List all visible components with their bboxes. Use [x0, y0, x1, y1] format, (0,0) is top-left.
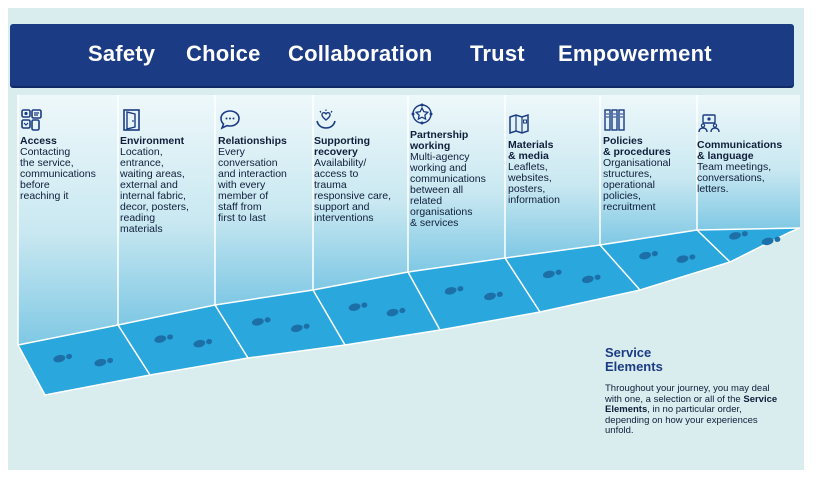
service-element-policies-procedures: Policies & procedures Organisational str…: [603, 108, 699, 213]
column-panel: [505, 95, 600, 258]
footprint-icon: [386, 307, 406, 317]
column-title: Access: [20, 135, 57, 147]
footprint-icon: [484, 291, 503, 301]
column-description: Multi-agency working and communications …: [410, 151, 486, 229]
footprint-icon: [193, 338, 213, 348]
service-element-access: Access Contacting the service, communica…: [20, 108, 116, 202]
path-segment-divider: [696, 229, 731, 263]
column-panel: [600, 95, 697, 245]
column-panel: [215, 95, 313, 305]
value-choice: Choice: [186, 41, 261, 66]
column-description: Availability/ access to trauma responsiv…: [314, 157, 392, 224]
footprint-icon: [729, 231, 748, 240]
leaflet-icon: [508, 112, 532, 136]
footprint-icon: [444, 286, 464, 295]
column-description: Team meetings, conversations, letters.: [697, 161, 772, 195]
footprint-icon: [761, 236, 781, 246]
footprint-icon: [348, 302, 368, 311]
path-segment-divider: [214, 304, 249, 359]
footprint-icon: [542, 269, 562, 279]
column-title: Relationships: [218, 135, 287, 147]
service-elements-description: Throughout your journey, you may deal wi…: [605, 383, 778, 436]
footprint-icon: [290, 323, 310, 333]
column-title: Partnership working: [410, 129, 469, 152]
column-title: Environment: [120, 135, 185, 147]
footprint-icon: [676, 254, 696, 263]
speech-bubble-icon: [218, 108, 242, 132]
column-panel: [18, 95, 118, 345]
path-segment-divider: [599, 244, 641, 291]
value-collaboration: Collaboration: [288, 41, 433, 66]
path-segment-divider: [117, 324, 151, 376]
footprint-icon: [53, 353, 73, 363]
column-panel: [313, 95, 408, 290]
contact-icon: [20, 108, 44, 132]
column-panel: [408, 95, 505, 272]
service-elements-emphasis: Service Elements: [605, 393, 778, 415]
column-description: Organisational structures, operational p…: [603, 157, 671, 213]
service-element-materials-media: Materials & media Leaflets, websites, po…: [508, 112, 604, 206]
service-elements-title: Service Elements: [605, 345, 663, 374]
column-title: Supporting recovery: [314, 135, 370, 158]
footprint-icon: [94, 357, 114, 367]
binders-icon: [603, 108, 627, 132]
value-empowerment: Empowerment: [558, 41, 712, 66]
footprint-icon: [251, 317, 271, 326]
footprint-icon: [581, 274, 601, 284]
column-description: Leaflets, websites, posters, information: [508, 161, 560, 206]
service-element-communications-language: Communications & language Team meetings,…: [697, 112, 797, 195]
service-element-environment: Environment Location, entrance, waiting …: [120, 108, 216, 235]
path-segment-divider: [407, 271, 441, 331]
column-description: Contacting the service, communications b…: [20, 146, 96, 202]
column-panel: [697, 95, 800, 230]
values-banner: Safety Choice Collaboration Trust Empowe…: [10, 24, 794, 86]
value-trust: Trust: [470, 41, 525, 66]
door-icon: [120, 108, 144, 132]
service-element-partnership-working: Partnership working Multi-agency working…: [410, 102, 506, 229]
path-segment-divider: [504, 257, 541, 313]
path-segment-divider: [312, 289, 346, 346]
column-description: Every conversation and interaction with …: [218, 146, 287, 224]
column-title: Communications & language: [697, 139, 783, 162]
column-description: Location, entrance, waiting areas, exter…: [120, 146, 189, 235]
column-panel: [118, 95, 215, 325]
service-element-supporting-recovery: Supporting recovery Availability/ access…: [314, 108, 410, 224]
footprint-icon: [154, 334, 174, 343]
network-star-icon: [410, 102, 434, 126]
service-element-relationships: Relationships Every conversation and int…: [218, 108, 314, 224]
value-safety: Safety: [88, 41, 156, 66]
footprint-icon: [639, 250, 658, 260]
meeting-icon: [697, 112, 721, 136]
column-title: Materials & media: [508, 139, 554, 162]
heart-hands-icon: [314, 108, 338, 132]
column-title: Policies & procedures: [603, 135, 671, 158]
